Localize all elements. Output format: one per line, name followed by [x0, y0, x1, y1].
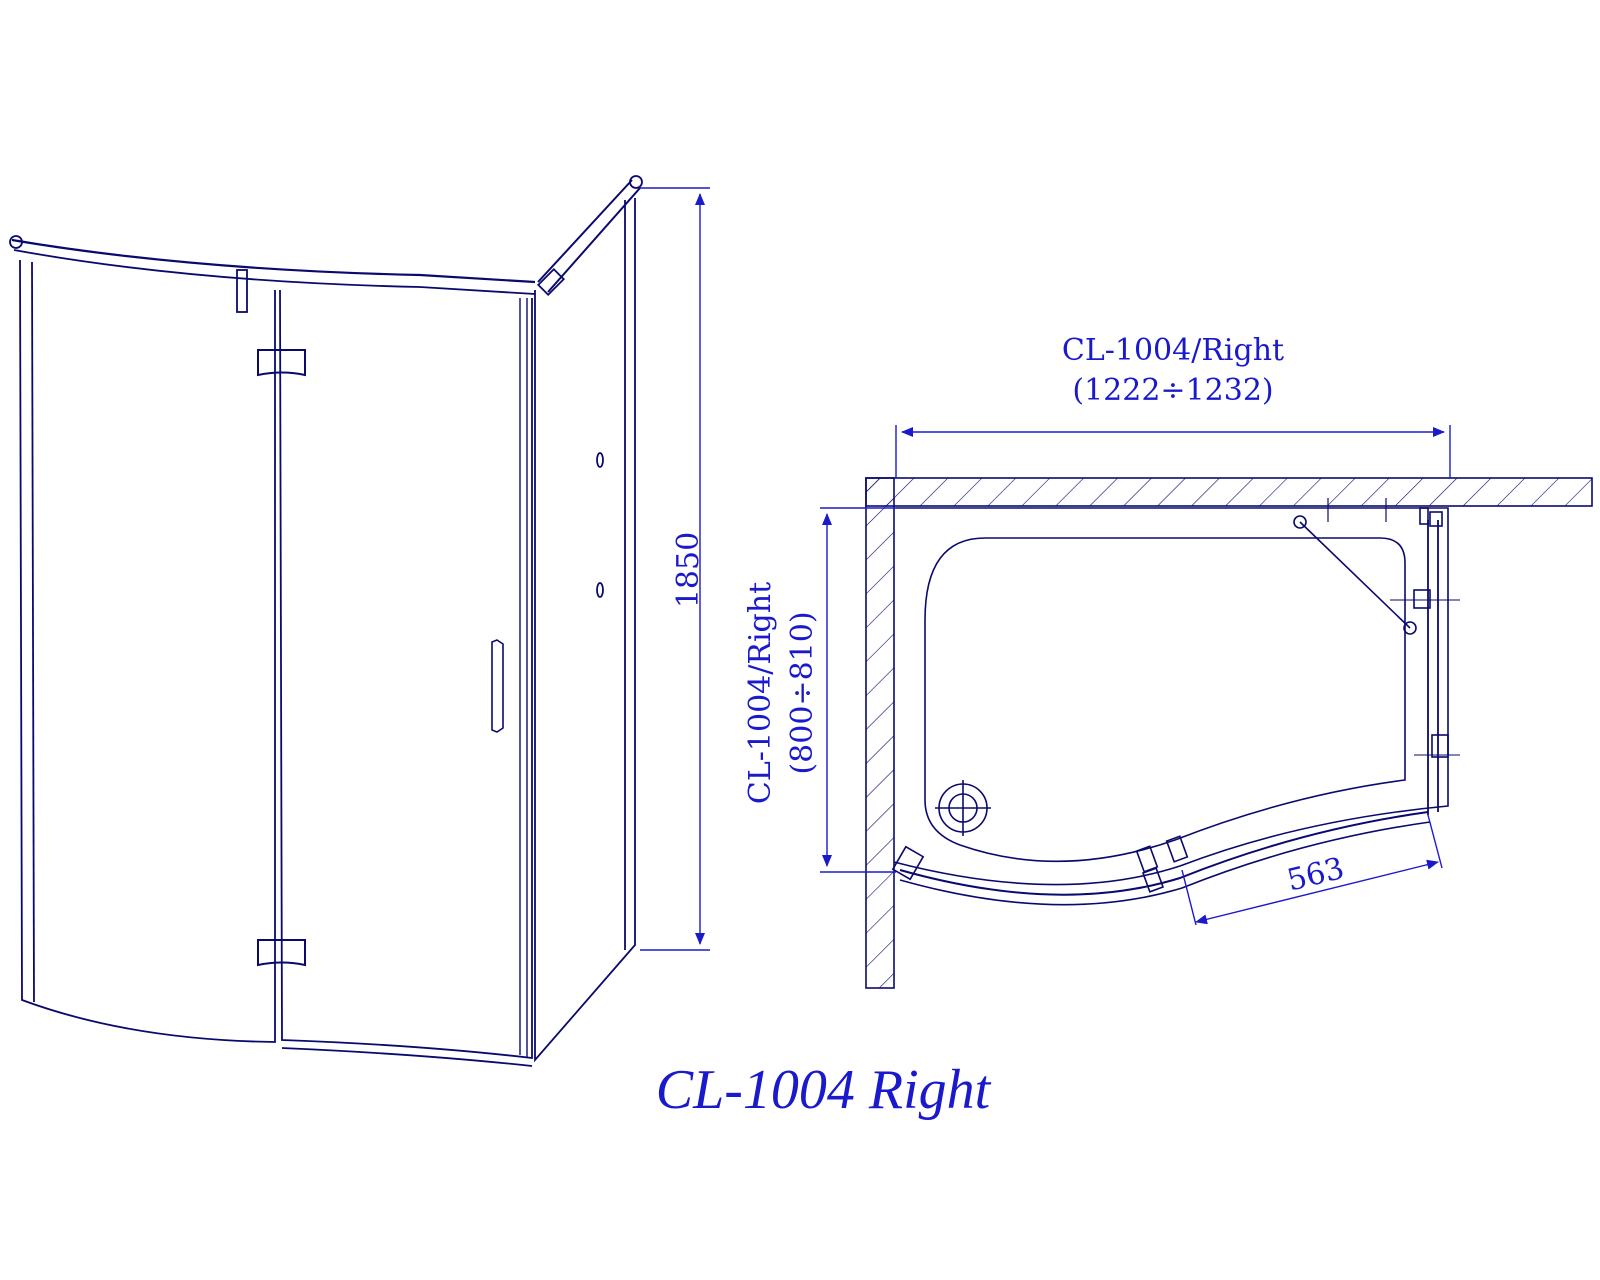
door-label: 563	[1284, 851, 1348, 899]
width-label: CL-1004/Right	[1062, 333, 1284, 368]
door-panel	[279, 289, 533, 1060]
depth-label: CL-1004/Right	[743, 582, 778, 804]
top-rail-inner	[13, 249, 536, 295]
hinge-top	[257, 349, 306, 377]
support-bracket	[536, 267, 566, 297]
depth-range: (800÷810)	[785, 611, 820, 774]
door-hinge-1	[1135, 845, 1159, 873]
door-hinge-2	[1165, 835, 1189, 863]
side-panel	[534, 198, 636, 1063]
glass-clamp-lower	[1431, 734, 1449, 758]
tray-outline	[893, 507, 1449, 886]
width-dimension	[895, 425, 1451, 478]
side-wall	[865, 477, 895, 989]
door-handle	[491, 639, 504, 733]
curved-glass	[899, 811, 1429, 896]
return-profile	[1429, 511, 1443, 527]
fixed-panel	[19, 259, 276, 1043]
fixed-panel-edge	[31, 261, 35, 1003]
drawing-title: CL-1004 Right	[656, 1059, 992, 1121]
door-bottom-seal	[281, 1047, 533, 1067]
door-dimension	[1181, 814, 1443, 926]
top-clamp	[236, 269, 248, 313]
width-range: (1222÷1232)	[1072, 373, 1273, 408]
wall-fixing-upper	[596, 452, 604, 468]
height-label: 1850	[671, 532, 706, 608]
depth-dimension	[820, 507, 896, 873]
glass-clamp-upper	[1413, 589, 1431, 609]
plan-view: CL-1004/Right (1222÷1232) CL-1004/Right …	[743, 333, 1593, 989]
wall-profile	[1419, 507, 1429, 525]
tray-basin	[924, 537, 1406, 863]
glass-wall-channel	[891, 845, 925, 881]
wall-fixing-lower	[596, 582, 604, 598]
support-bar-end	[629, 175, 643, 189]
hinge-bottom	[257, 939, 306, 967]
top-rail	[11, 238, 536, 284]
back-wall	[865, 477, 1593, 507]
height-dimension	[640, 187, 710, 951]
rail-end-cap	[9, 235, 23, 249]
return-glass	[1427, 520, 1439, 815]
elevation-view	[9, 175, 643, 1067]
support-arm	[1299, 521, 1411, 629]
door-edge	[519, 298, 528, 1058]
curved-glass-inner	[899, 821, 1431, 906]
door-hinge-3	[1141, 867, 1165, 893]
